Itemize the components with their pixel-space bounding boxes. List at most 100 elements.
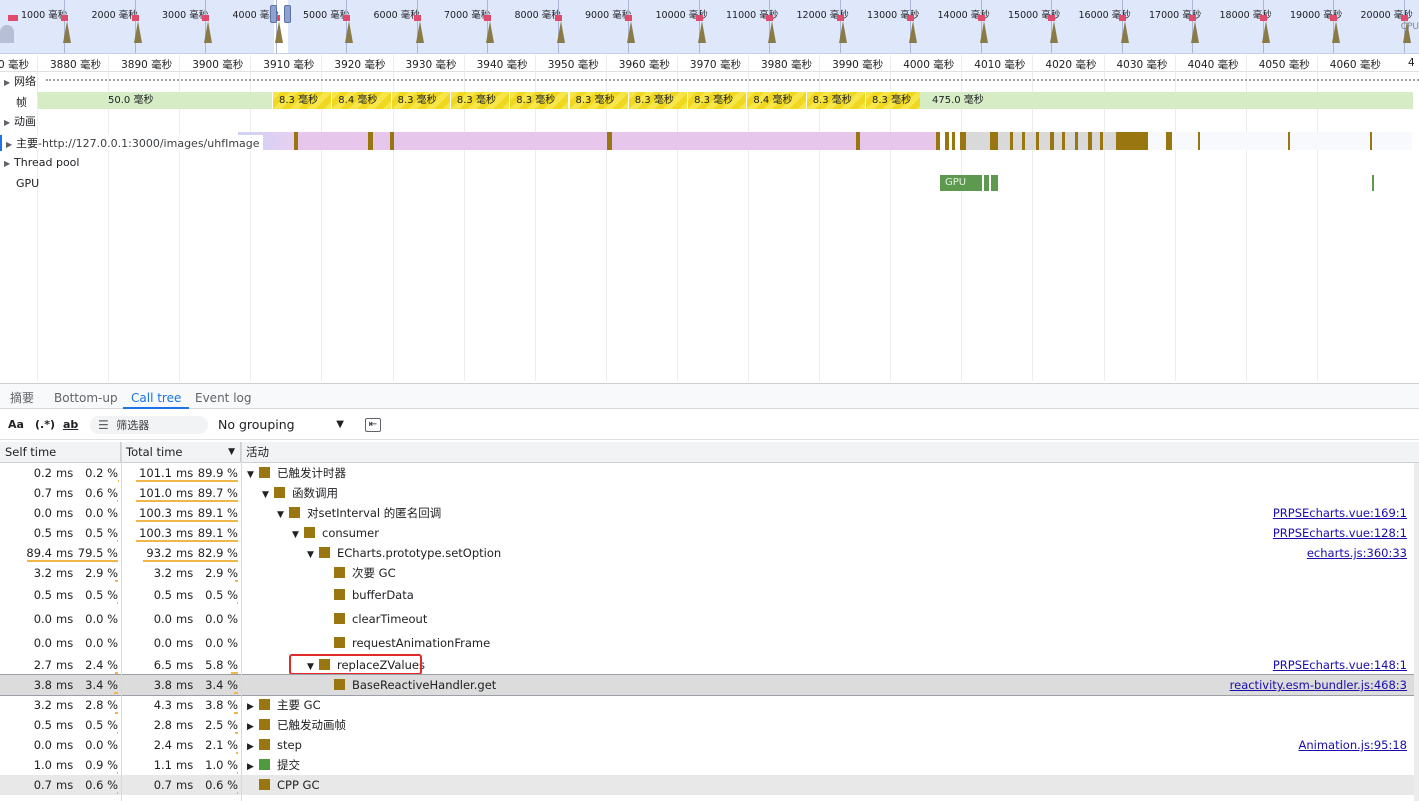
main-thread-subtask[interactable]	[945, 132, 949, 150]
source-link[interactable]: Animation.js:95:18	[1298, 738, 1408, 752]
track-network[interactable]: ▶网络	[4, 75, 36, 88]
main-thread-subtask[interactable]	[990, 132, 998, 150]
tab-摘要[interactable]: 摘要	[10, 391, 35, 405]
main-thread-subtask[interactable]	[1022, 132, 1025, 150]
collapse-triangle-icon[interactable]: ▼	[277, 510, 284, 520]
main-thread-subtask[interactable]	[1116, 132, 1148, 150]
source-link[interactable]: PRPSEcharts.vue:148:1	[1272, 658, 1407, 672]
main-thread-subtask[interactable]	[1036, 132, 1039, 150]
frame-bar[interactable]: 8.3 毫秒	[390, 92, 450, 109]
frame-bar[interactable]: 475.0 毫秒	[920, 92, 984, 109]
main-thread-subtask[interactable]	[1010, 132, 1013, 150]
sidebar-toggle-icon[interactable]: ⇤	[365, 418, 381, 432]
main-thread-subtask[interactable]	[368, 132, 373, 150]
grouping-select[interactable]: No grouping ▼	[218, 417, 344, 432]
tab-event-log[interactable]: Event log	[195, 391, 252, 405]
frame-bar[interactable]: 8.3 毫秒	[627, 92, 688, 109]
filter-input[interactable]: ☰ 筛选器	[90, 416, 208, 434]
selection-right-handle[interactable]	[284, 5, 291, 23]
track-thread-pool[interactable]: ▶Thread pool	[4, 156, 80, 169]
ruler-time-label: 3950 毫秒	[547, 59, 599, 71]
main-thread-subtask[interactable]	[952, 132, 955, 150]
gpu-task[interactable]: GPU	[940, 175, 982, 191]
self-time-value: 0.7	[33, 778, 52, 792]
source-link[interactable]: PRPSEcharts.vue:169:1	[1272, 506, 1407, 520]
regex-button[interactable]: (.*)	[35, 418, 55, 431]
main-thread-subtask[interactable]	[1088, 132, 1092, 150]
frame-bar[interactable]: 8.3 毫秒	[865, 92, 925, 109]
frame-bar[interactable]: 8.3 毫秒	[687, 92, 747, 109]
expand-triangle-icon[interactable]: ▶	[247, 702, 254, 712]
activity-name: bufferData	[352, 588, 414, 602]
main-thread-subtask[interactable]	[607, 132, 612, 150]
expand-triangle-icon[interactable]: ▶	[247, 742, 254, 752]
main-thread-subtask[interactable]	[1370, 132, 1372, 150]
expand-triangle-icon[interactable]: ▶	[247, 722, 254, 732]
total-time-header[interactable]: Total time ▼	[121, 442, 241, 463]
self-time-header[interactable]: Self time	[0, 442, 121, 463]
whole-word-button[interactable]: ab	[63, 418, 79, 431]
expand-triangle-icon[interactable]: ▶	[247, 762, 254, 772]
tab-bottom-up[interactable]: Bottom-up	[54, 391, 118, 405]
main-thread-subtask[interactable]	[294, 132, 298, 150]
source-link[interactable]: PRPSEcharts.vue:128:1	[1272, 526, 1407, 540]
frame-bar[interactable]: 8.3 毫秒	[272, 92, 332, 109]
frame-bar[interactable]: 8.4 毫秒	[331, 92, 391, 109]
frame-bar[interactable]: 8.3 毫秒	[805, 92, 865, 109]
main-thread-subtask[interactable]	[1062, 132, 1065, 150]
main-thread-subtask[interactable]	[1100, 132, 1103, 150]
frame-bar[interactable]: 8.3 毫秒	[449, 92, 510, 109]
main-thread-subtask[interactable]	[856, 132, 860, 150]
frame-bar[interactable]: 8.4 毫秒	[746, 92, 806, 109]
frame-bar[interactable]: 8.3 毫秒	[568, 92, 628, 109]
main-thread-subtask[interactable]	[1198, 132, 1200, 150]
collapse-triangle-icon[interactable]: ▼	[262, 490, 269, 500]
collapse-triangle-icon[interactable]: ▼	[307, 662, 314, 672]
collapse-triangle-icon[interactable]: ▼	[292, 530, 299, 540]
main-thread-subtask[interactable]	[1166, 132, 1172, 150]
activity-name: 已触发计时器	[277, 466, 346, 480]
match-case-button[interactable]: Aa	[8, 418, 24, 431]
activity-header[interactable]: 活动	[246, 445, 269, 459]
selection-left-handle[interactable]	[270, 5, 277, 23]
collapse-triangle-icon[interactable]: ▼	[247, 470, 254, 480]
gpu-task[interactable]	[991, 175, 998, 191]
source-link[interactable]: reactivity.esm-bundler.js:468:3	[1229, 678, 1407, 692]
gpu-task[interactable]	[984, 175, 989, 191]
main-thread-subtask[interactable]	[1288, 132, 1290, 150]
frame-bar[interactable]: 50.0 毫秒	[38, 92, 272, 109]
main-thread-task[interactable]	[966, 132, 1116, 150]
call-tree-scrollbar[interactable]	[1414, 463, 1419, 801]
frame-bar[interactable]: 8.3 毫秒	[509, 92, 569, 109]
tab-call-tree[interactable]: Call tree	[123, 384, 190, 409]
frame-bar[interactable]	[984, 92, 1413, 109]
collapse-triangle-icon[interactable]: ▼	[307, 550, 314, 560]
main-thread-subtask[interactable]	[960, 132, 966, 150]
track-animation[interactable]: ▶动画	[4, 115, 36, 128]
gpu-task[interactable]	[1372, 175, 1374, 191]
main-thread-task[interactable]	[298, 132, 938, 150]
track-main[interactable]: ▶主要-http://127.0.0.1:3000/images/uhfImag…	[0, 135, 263, 151]
main-thread-subtask[interactable]	[1075, 132, 1078, 150]
main-thread-subtask[interactable]	[1050, 132, 1054, 150]
main-thread-subtask[interactable]	[390, 132, 394, 150]
source-link[interactable]: echarts.js:360:33	[1306, 546, 1407, 560]
main-thread-subtask[interactable]	[936, 132, 940, 150]
